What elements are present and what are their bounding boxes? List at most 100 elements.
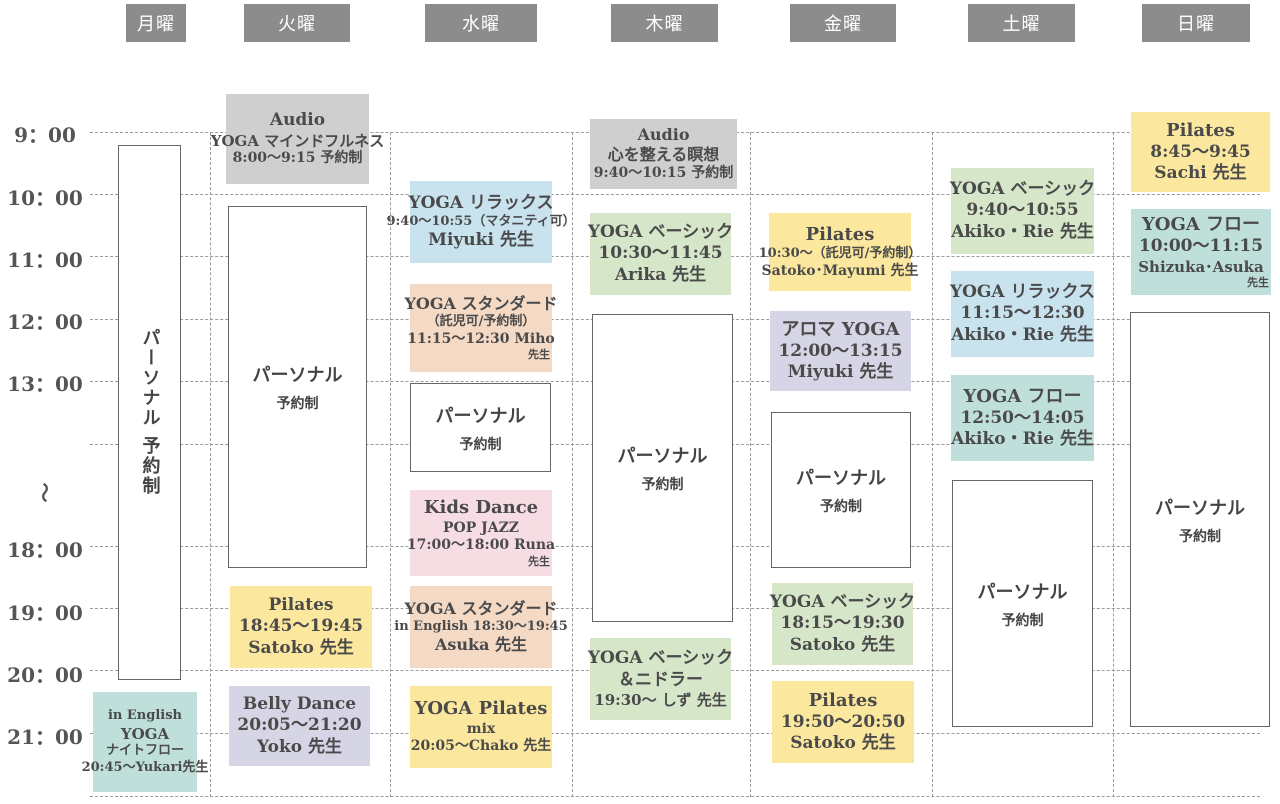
personal-title: パーソナル [617, 446, 708, 467]
class-teacher: Akiko・Rie 先生 [951, 429, 1094, 450]
class-teacher: Miyuki 先生 [787, 362, 894, 383]
class-title: YOGA Pilates [414, 698, 548, 720]
class-time: 18:15～19:30 [780, 613, 905, 634]
class-wed-standard-en[interactable]: YOGA スタンダード in English 18:30～19:45 Asuka… [394, 586, 568, 668]
wednesday-personal-block[interactable]: パーソナル 予約制 [410, 383, 551, 472]
class-sun-pilates[interactable]: Pilates 8:45～9:45 Sachi 先生 [1131, 112, 1270, 192]
class-tue-pilates[interactable]: Pilates 18:45～19:45 Satoko 先生 [230, 586, 372, 668]
class-title: YOGA フロー [963, 385, 1082, 407]
class-time: 8:00～9:15 予約制 [232, 150, 363, 167]
class-wed-kids[interactable]: Kids Dance POP JAZZ 17:00～18:00 Runa 先生 [406, 490, 556, 576]
class-title: YOGA スタンダード [404, 294, 558, 314]
time-label: 13：00 [7, 372, 83, 396]
friday-personal-block[interactable]: パーソナル 予約制 [771, 412, 911, 568]
class-thu-basic[interactable]: YOGA ベーシック 10:30～11:45 Arika 先生 [587, 213, 734, 295]
class-thu-basic-nidra[interactable]: YOGA ベーシック ＆ニドラー 19:30～ しず 先生 [588, 638, 733, 720]
time-label: 20：00 [7, 663, 83, 687]
class-fri-aroma[interactable]: アロマ YOGA 12:00～13:15 Miyuki 先生 [770, 311, 911, 391]
class-title: Pilates [808, 689, 878, 711]
header-sunday: 日曜 [1142, 4, 1250, 42]
class-title: YOGA ベーシック [949, 179, 1096, 200]
class-title: Audio [637, 125, 690, 145]
class-teacher: Satoko･Mayumi 先生 [761, 262, 919, 279]
class-time: 10:30～11:45 [598, 243, 723, 264]
grid-column-line [1113, 132, 1114, 797]
class-thu-audio[interactable]: Audio 心を整える瞑想 9:40～10:15 予約制 [590, 119, 737, 189]
class-sun-flow[interactable]: YOGA フロー 10:00～11:15 Shizuka･Asuka 先生 [1131, 209, 1271, 295]
grid-column-line [210, 132, 211, 797]
class-time: 9:40～10:55 [966, 200, 1079, 221]
header-saturday: 土曜 [968, 4, 1075, 42]
time-label: 12：00 [7, 310, 83, 334]
personal-title: パーソナル [252, 365, 343, 386]
class-mon-en-yoga[interactable]: in English YOGA ナイトフロー 20:45～Yukari先生 [82, 692, 208, 792]
class-title: Pilates [1166, 119, 1235, 141]
personal-sub: 予約制 [1179, 528, 1221, 545]
grid-line [90, 194, 1260, 195]
class-fri-basic[interactable]: YOGA ベーシック 18:15～19:30 Satoko 先生 [769, 583, 916, 665]
class-wed-standard[interactable]: YOGA スタンダード （託児可/予約制） 11:15～12:30 Miho 先… [405, 284, 558, 372]
class-title: YOGA ベーシック [587, 222, 734, 243]
class-sat-basic[interactable]: YOGA ベーシック 9:40～10:55 Akiko・Rie 先生 [949, 168, 1096, 254]
class-fri-pilates[interactable]: Pilates 10:30～（託児可/予約制） Satoko･Mayumi 先生 [759, 213, 921, 291]
class-time-teacher: 17:00～18:00 Runa [406, 537, 556, 554]
class-time: in English 18:30～19:45 [394, 618, 568, 634]
grid-column-line [750, 132, 751, 797]
time-label: 21：00 [7, 725, 83, 749]
class-time: 12:50～14:05 [960, 408, 1085, 428]
class-teacher: Akiko・Rie 先生 [951, 324, 1094, 345]
class-sat-relax[interactable]: YOGA リラックス 11:15～12:30 Akiko・Rie 先生 [950, 271, 1095, 357]
class-title: YOGA ベーシック [769, 592, 916, 613]
class-time: 9:40～10:15 予約制 [593, 165, 734, 182]
class-teacher: Arika 先生 [614, 264, 707, 285]
class-teacher: Shizuka･Asuka [1138, 257, 1264, 276]
class-teacher: Sachi 先生 [1154, 163, 1247, 184]
personal-sub: 予約制 [1001, 612, 1044, 629]
class-time: 18:45～19:45 [238, 616, 364, 637]
class-fri-pilates-night[interactable]: Pilates 19:50～20:50 Satoko 先生 [772, 681, 914, 763]
class-wed-yoga-pilates[interactable]: YOGA Pilates mix 20:05～Chako 先生 [410, 686, 552, 768]
personal-sub: 予約制 [459, 436, 502, 453]
class-teacher: Akiko・Rie 先生 [951, 221, 1094, 242]
class-time: 12:00～13:15 [778, 341, 903, 361]
class-title: Audio [269, 110, 326, 131]
class-teacher-suffix: 先生 [1247, 276, 1269, 290]
sunday-personal-block[interactable]: パーソナル 予約制 [1130, 312, 1270, 727]
time-label: 18：00 [7, 538, 83, 562]
grid-line [90, 733, 1260, 734]
class-teacher-suffix: 先生 [528, 554, 550, 568]
class-title: in English [107, 708, 182, 724]
class-teacher: Satoko 先生 [789, 634, 896, 655]
class-tue-audio[interactable]: Audio YOGA マインドフルネス 8:00～9:15 予約制 [211, 94, 384, 184]
time-gap-mark: ～ [32, 482, 57, 503]
class-subtitle: 心を整える瞑想 [607, 145, 720, 165]
grid-column-line [390, 132, 391, 797]
tuesday-personal-block[interactable]: パーソナル 予約制 [228, 206, 367, 568]
class-subtitle: mix [466, 720, 496, 737]
thursday-personal-block[interactable]: パーソナル 予約制 [592, 314, 733, 622]
saturday-personal-block[interactable]: パーソナル 予約制 [952, 480, 1093, 727]
class-subtitle: ナイトフロー [105, 743, 184, 759]
class-time: 9:40～10:55（マタニティ可） [386, 213, 576, 229]
header-monday: 月曜 [126, 4, 186, 42]
class-title: Belly Dance [242, 694, 357, 715]
class-tue-belly[interactable]: Belly Dance 20:05～21:20 Yoko 先生 [229, 686, 370, 766]
class-subtitle: ＆ニドラー [618, 669, 703, 690]
personal-title: パーソナル [1155, 497, 1245, 519]
grid-column-line [572, 132, 573, 797]
class-time-teacher: 19:30～ しず 先生 [594, 690, 727, 709]
header-friday: 金曜 [790, 4, 896, 42]
class-sat-flow[interactable]: YOGA フロー 12:50～14:05 Akiko・Rie 先生 [951, 375, 1094, 461]
header-thursday: 木曜 [611, 4, 718, 42]
class-time: 19:50～20:50 [780, 712, 906, 732]
class-time-teacher: 20:05～Chako 先生 [410, 738, 552, 755]
class-time: 8:45～9:45 [1150, 142, 1251, 162]
header-tuesday: 火曜 [244, 4, 350, 42]
class-title: Pilates [268, 595, 334, 616]
monday-personal-block[interactable]: パーソナル 予約制 [118, 145, 181, 680]
time-label: 11：00 [7, 248, 83, 272]
class-teacher: Yoko 先生 [256, 736, 343, 757]
class-wed-relax[interactable]: YOGA リラックス 9:40～10:55（マタニティ可） Miyuki 先生 [386, 181, 576, 263]
personal-title: パーソナル [796, 468, 886, 489]
class-teacher-suffix: 先生 [528, 348, 550, 361]
